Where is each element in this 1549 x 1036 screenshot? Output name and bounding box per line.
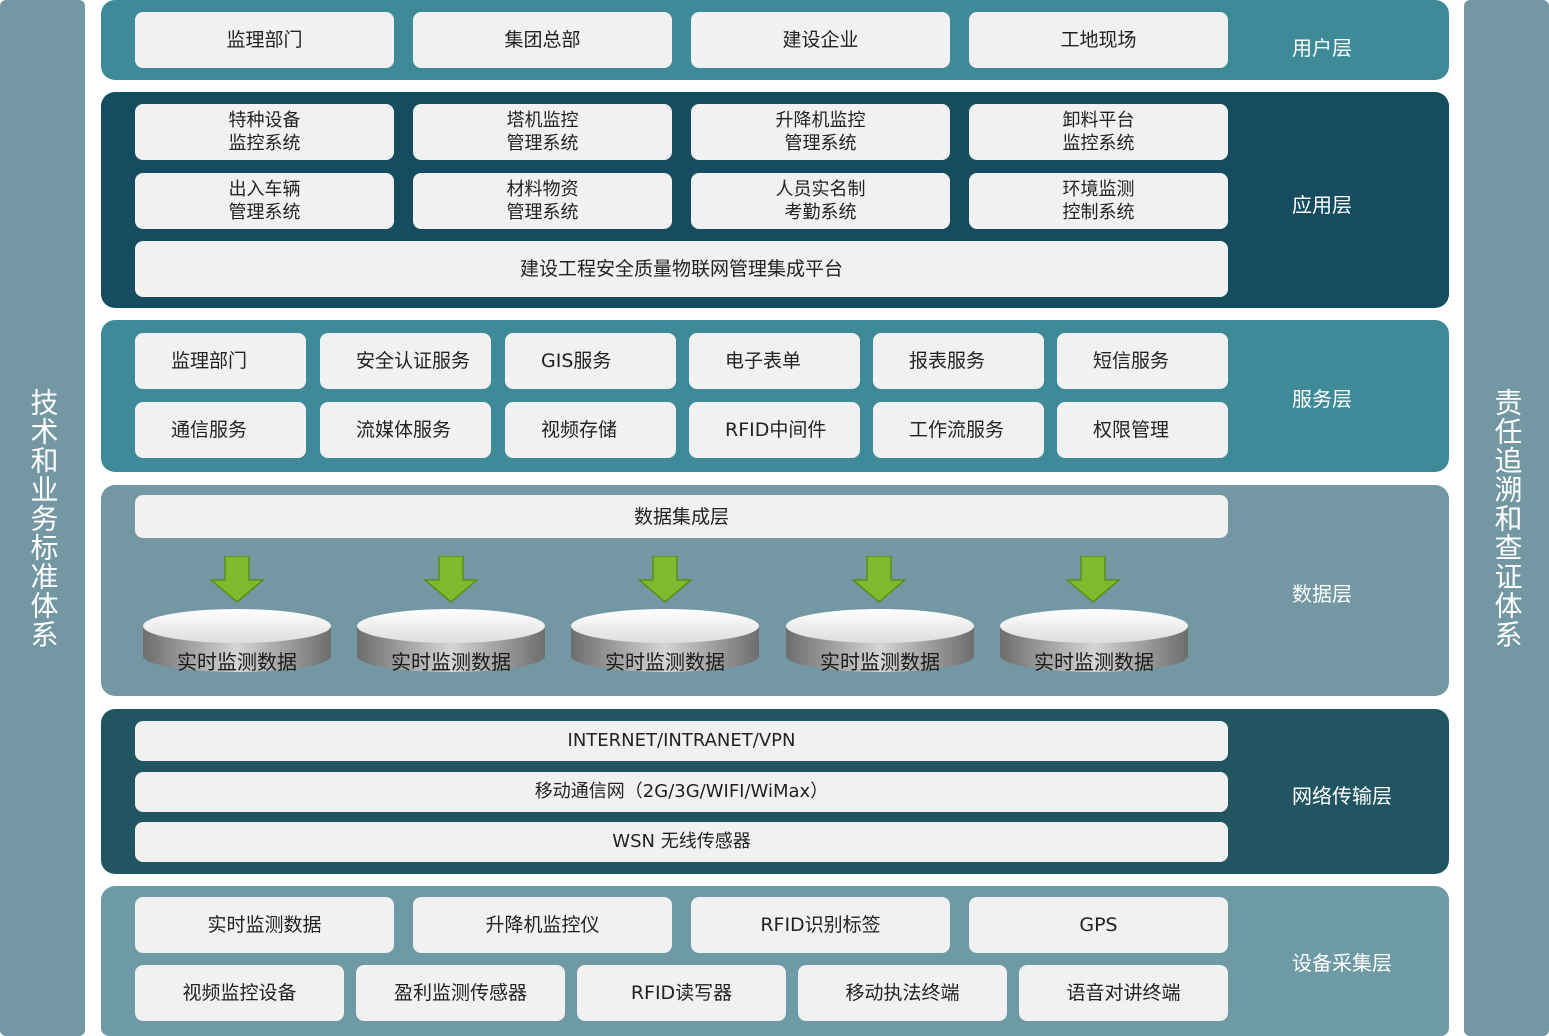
data-store-label: 实时监测数据 xyxy=(391,650,511,674)
service-item: 权限管理 xyxy=(1057,402,1228,458)
down-arrow-icon xyxy=(423,556,479,603)
service-item: 电子表单 xyxy=(689,333,860,389)
user-layer: 监理部门 集团总部 建设企业 工地现场 用户层 xyxy=(101,0,1449,80)
left-standards-bar: 技术和业务标准体系 xyxy=(0,0,85,1036)
application-item: 环境监测 控制系统 xyxy=(969,173,1228,229)
database-cylinder-icon xyxy=(143,609,331,672)
device-item: 移动执法终端 xyxy=(798,965,1007,1021)
user-layer-label: 用户层 xyxy=(1292,36,1352,60)
database-cylinder-icon xyxy=(571,609,759,672)
network-item: 移动通信网（2G/3G/WIFI/WiMax） xyxy=(135,772,1228,812)
device-item: 视频监控设备 xyxy=(135,965,344,1021)
data-layer-label: 数据层 xyxy=(1292,582,1352,606)
down-arrow-icon xyxy=(1065,556,1121,603)
user-item: 工地现场 xyxy=(969,12,1228,68)
device-item: 升降机监控仪 xyxy=(413,897,672,953)
database-cylinder-icon xyxy=(786,609,974,672)
device-item: GPS xyxy=(969,897,1228,953)
service-item: 报表服务 xyxy=(873,333,1044,389)
user-item: 建设企业 xyxy=(691,12,950,68)
down-arrow-icon xyxy=(209,556,265,603)
service-item: 短信服务 xyxy=(1057,333,1228,389)
network-item: INTERNET/INTRANET/VPN xyxy=(135,721,1228,761)
data-layer: 数据集成层 xyxy=(101,485,1449,696)
application-item: 卸料平台 监控系统 xyxy=(969,104,1228,160)
down-arrow-icon xyxy=(851,556,907,603)
application-item: 升降机监控 管理系统 xyxy=(691,104,950,160)
network-layer: INTERNET/INTRANET/VPN 移动通信网（2G/3G/WIFI/W… xyxy=(101,709,1449,874)
device-layer-label: 设备采集层 xyxy=(1292,951,1392,975)
service-item: 通信服务 xyxy=(135,402,306,458)
application-item: 塔机监控 管理系统 xyxy=(413,104,672,160)
device-item: RFID读写器 xyxy=(577,965,786,1021)
left-standards-label: 技术和业务标准体系 xyxy=(26,387,60,649)
data-store-label: 实时监测数据 xyxy=(1034,650,1154,674)
service-item: 流媒体服务 xyxy=(320,402,491,458)
user-item: 监理部门 xyxy=(135,12,394,68)
user-item: 集团总部 xyxy=(413,12,672,68)
application-item: 人员实名制 考勤系统 xyxy=(691,173,950,229)
database-cylinder-icon xyxy=(357,609,545,672)
service-item: 监理部门 xyxy=(135,333,306,389)
integration-platform: 建设工程安全质量物联网管理集成平台 xyxy=(135,241,1228,297)
data-store-label: 实时监测数据 xyxy=(605,650,725,674)
service-item: GIS服务 xyxy=(505,333,676,389)
service-item: 工作流服务 xyxy=(873,402,1044,458)
device-item: RFID识别标签 xyxy=(691,897,950,953)
data-integration-bar: 数据集成层 xyxy=(135,495,1228,538)
service-item: 视频存储 xyxy=(505,402,676,458)
device-item: 实时监测数据 xyxy=(135,897,394,953)
service-item: RFID中间件 xyxy=(689,402,860,458)
network-item: WSN 无线传感器 xyxy=(135,822,1228,862)
application-item: 材料物资 管理系统 xyxy=(413,173,672,229)
device-item: 语音对讲终端 xyxy=(1019,965,1228,1021)
application-layer-label: 应用层 xyxy=(1292,193,1352,217)
application-item: 特种设备 监控系统 xyxy=(135,104,394,160)
database-cylinder-icon xyxy=(1000,609,1188,672)
device-item: 盈利监测传感器 xyxy=(356,965,565,1021)
right-traceability-label: 责任追溯和查证体系 xyxy=(1490,387,1524,649)
data-store-label: 实时监测数据 xyxy=(820,650,940,674)
service-layer-label: 服务层 xyxy=(1292,387,1352,411)
down-arrow-icon xyxy=(637,556,693,603)
data-store-label: 实时监测数据 xyxy=(177,650,297,674)
service-layer: 监理部门 安全认证服务 GIS服务 电子表单 报表服务 短信服务 通信服务 流媒… xyxy=(101,320,1449,472)
right-traceability-bar: 责任追溯和查证体系 xyxy=(1464,0,1549,1036)
device-layer: 实时监测数据 升降机监控仪 RFID识别标签 GPS 视频监控设备 盈利监测传感… xyxy=(101,886,1449,1036)
service-item: 安全认证服务 xyxy=(320,333,491,389)
application-layer: 特种设备 监控系统 塔机监控 管理系统 升降机监控 管理系统 卸料平台 监控系统… xyxy=(101,92,1449,308)
application-item: 出入车辆 管理系统 xyxy=(135,173,394,229)
network-layer-label: 网络传输层 xyxy=(1292,784,1392,808)
